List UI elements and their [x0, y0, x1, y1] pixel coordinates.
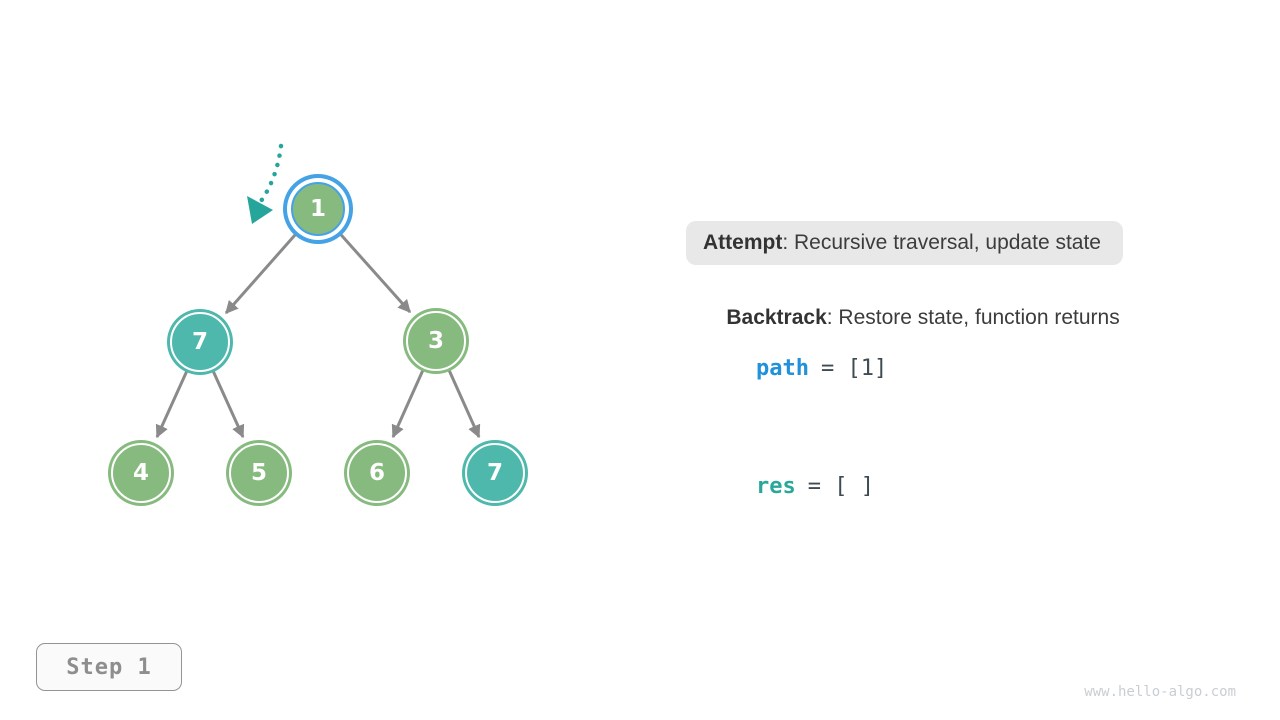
step-badge: Step 1 [36, 643, 182, 691]
backtrack-text: : Restore state, function returns [826, 306, 1120, 329]
node-value: 1 [309, 196, 326, 222]
node-value: 7 [191, 329, 208, 355]
backtrack-line: Backtrack: Restore state, function retur… [703, 282, 1120, 354]
res-variable-value: = [ ] [807, 474, 874, 499]
node-value: 4 [132, 460, 149, 486]
tree-node-left: 7 [170, 312, 230, 372]
node-value: 6 [368, 460, 385, 486]
path-variable-value: = [1] [820, 356, 888, 381]
path-variable-name: path [755, 356, 809, 381]
current-pointer-arrow-icon [247, 143, 284, 224]
watermark: www.hello-algo.com [1084, 684, 1236, 700]
attempt-highlight-pill: Attempt: Recursive traversal, update sta… [686, 221, 1123, 265]
step-badge-label: Step 1 [66, 654, 152, 680]
attempt-text: : Recursive traversal, update state [782, 231, 1101, 254]
attempt-label: Attempt [703, 231, 783, 254]
tree-node-leaf-5: 5 [229, 443, 289, 503]
node-value: 7 [486, 460, 503, 486]
node-value: 3 [427, 328, 444, 354]
node-value: 5 [250, 460, 267, 486]
tree-node-right: 3 [406, 311, 466, 371]
res-variable-name: res [755, 474, 796, 499]
res-variable-line: res = [ ] [703, 449, 874, 524]
tree-node-root: 1 [291, 182, 345, 236]
tree-node-leaf-4: 4 [111, 443, 171, 503]
path-variable-line: path = [1] [703, 331, 887, 406]
tree-node-leaf-7: 7 [465, 443, 525, 503]
backtrack-label: Backtrack [726, 306, 827, 329]
tree-node-leaf-6: 6 [347, 443, 407, 503]
